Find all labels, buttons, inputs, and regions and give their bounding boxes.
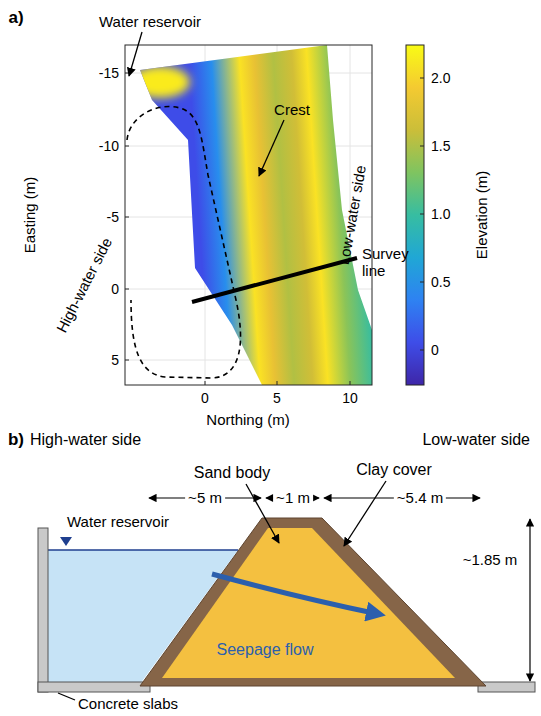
dimension-label: ~5.4 m — [394, 489, 446, 506]
callout-label: Survey line — [362, 245, 416, 280]
callout-label: Water reservoir — [67, 513, 169, 530]
concrete-slab — [478, 682, 535, 692]
tick-label: -10 — [99, 138, 119, 154]
tick-label: -15 — [99, 65, 119, 81]
axis-ticks — [125, 73, 350, 385]
water-level-symbol — [60, 537, 72, 546]
callout-label: Concrete slabs — [78, 695, 178, 712]
callout-label: Crest — [274, 101, 310, 118]
tick-label: 0.5 — [431, 274, 450, 290]
water-surface — [48, 549, 238, 551]
tick-label: 0 — [111, 281, 119, 297]
seepage-arrow — [212, 574, 378, 614]
dimension-lines — [149, 498, 530, 681]
elevation-highspot — [130, 66, 190, 98]
tick-label: 1.5 — [431, 138, 450, 154]
clay-cover — [140, 518, 486, 686]
axes-frame — [125, 45, 372, 385]
tick-label: 5 — [273, 390, 281, 406]
tick-label: 5 — [111, 352, 119, 368]
panel-letter: a) — [8, 8, 23, 28]
flow-label: Seepage flow — [217, 641, 314, 659]
colorbar — [406, 45, 424, 385]
tick-label: 2.0 — [431, 70, 450, 86]
survey-line — [192, 258, 357, 302]
elevation-surface — [125, 45, 372, 385]
colorbar-ticks — [420, 78, 424, 350]
tick-label: 1.0 — [431, 206, 450, 222]
dimension-label: ~1 m — [273, 489, 313, 506]
concrete-slab — [38, 682, 150, 692]
leader-arrow — [129, 32, 142, 76]
axis-title: Elevation (m) — [473, 171, 490, 259]
axis-title: Easting (m) — [21, 177, 38, 254]
side-label: High-water side — [30, 431, 141, 449]
side-label: High-water side — [53, 235, 116, 336]
tick-label: 0 — [201, 390, 209, 406]
side-label: Low-water side — [422, 431, 530, 449]
callout-label: Sand body — [194, 464, 271, 482]
tick-label: -5 — [107, 209, 119, 225]
dimension-label: ~5 m — [185, 489, 225, 506]
elevation-map — [125, 45, 372, 385]
concrete-wall — [38, 528, 48, 692]
leader-arrow — [344, 481, 386, 546]
axis-title: Northing (m) — [206, 411, 289, 428]
leader-line — [58, 693, 75, 700]
map-grid — [125, 45, 372, 385]
callout-label: Clay cover — [356, 461, 432, 479]
sand-body — [162, 528, 455, 678]
reservoir-outline — [127, 107, 241, 378]
callout-label: Water reservoir — [99, 13, 201, 30]
tick-label: 0 — [431, 342, 439, 358]
leader-arrow — [259, 120, 284, 176]
tick-label: 10 — [342, 390, 358, 406]
panel-letter: b) — [8, 430, 24, 450]
dimension-label: ~1.85 m — [460, 551, 521, 568]
